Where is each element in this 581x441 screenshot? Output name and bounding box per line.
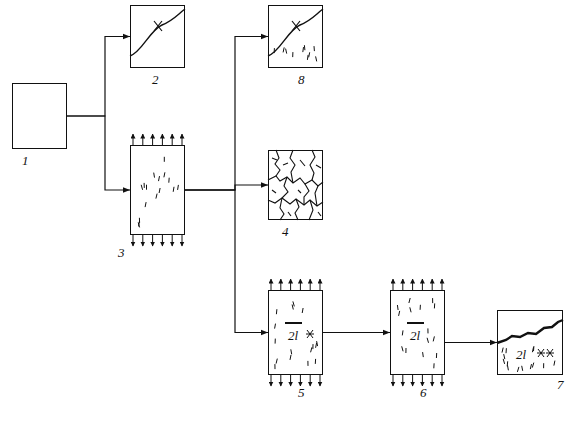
specimen-box: 1	[12, 83, 67, 149]
crack-curve	[268, 9, 323, 56]
cross-mark	[154, 21, 162, 31]
specimen-box: 4	[268, 150, 323, 220]
crack-length-label: 2l	[287, 329, 299, 342]
specimen-box: 2l6	[390, 290, 445, 375]
callout-number: 7	[556, 378, 565, 391]
callout-number: 6	[419, 386, 428, 399]
callout-number: 4	[281, 225, 290, 238]
asterisk-mark	[306, 330, 314, 338]
flow-arrow	[185, 185, 268, 190]
asterisk-mark	[537, 349, 554, 357]
flow-arrow	[67, 37, 130, 117]
main-crack	[497, 320, 563, 343]
flow-arrow	[185, 190, 268, 333]
flow-arrow	[323, 332, 390, 333]
specimen-box: 8	[268, 5, 323, 68]
callout-number: 3	[117, 246, 126, 259]
specimen-box: 3	[130, 145, 185, 235]
specimen-box: 2l7	[497, 310, 563, 375]
flow-arrow	[445, 342, 497, 343]
callout-number: 1	[21, 154, 30, 167]
flow-arrow	[185, 37, 268, 191]
cross-mark	[292, 21, 300, 31]
flow-arrow	[67, 116, 130, 190]
specimen-box: 2l5	[268, 290, 323, 375]
crack-length-label: 2l	[515, 348, 527, 361]
crack-bar	[285, 322, 302, 324]
specimen-box: 2	[130, 5, 185, 68]
callout-number: 5	[297, 386, 306, 399]
crack-network	[268, 150, 323, 220]
microcracks	[138, 45, 555, 372]
crack-curve	[130, 9, 185, 56]
callout-number: 2	[151, 73, 160, 86]
load-arrows	[133, 134, 442, 386]
crack-bar	[407, 322, 424, 324]
callout-number: 8	[297, 73, 306, 86]
crack-length-label: 2l	[409, 329, 421, 342]
